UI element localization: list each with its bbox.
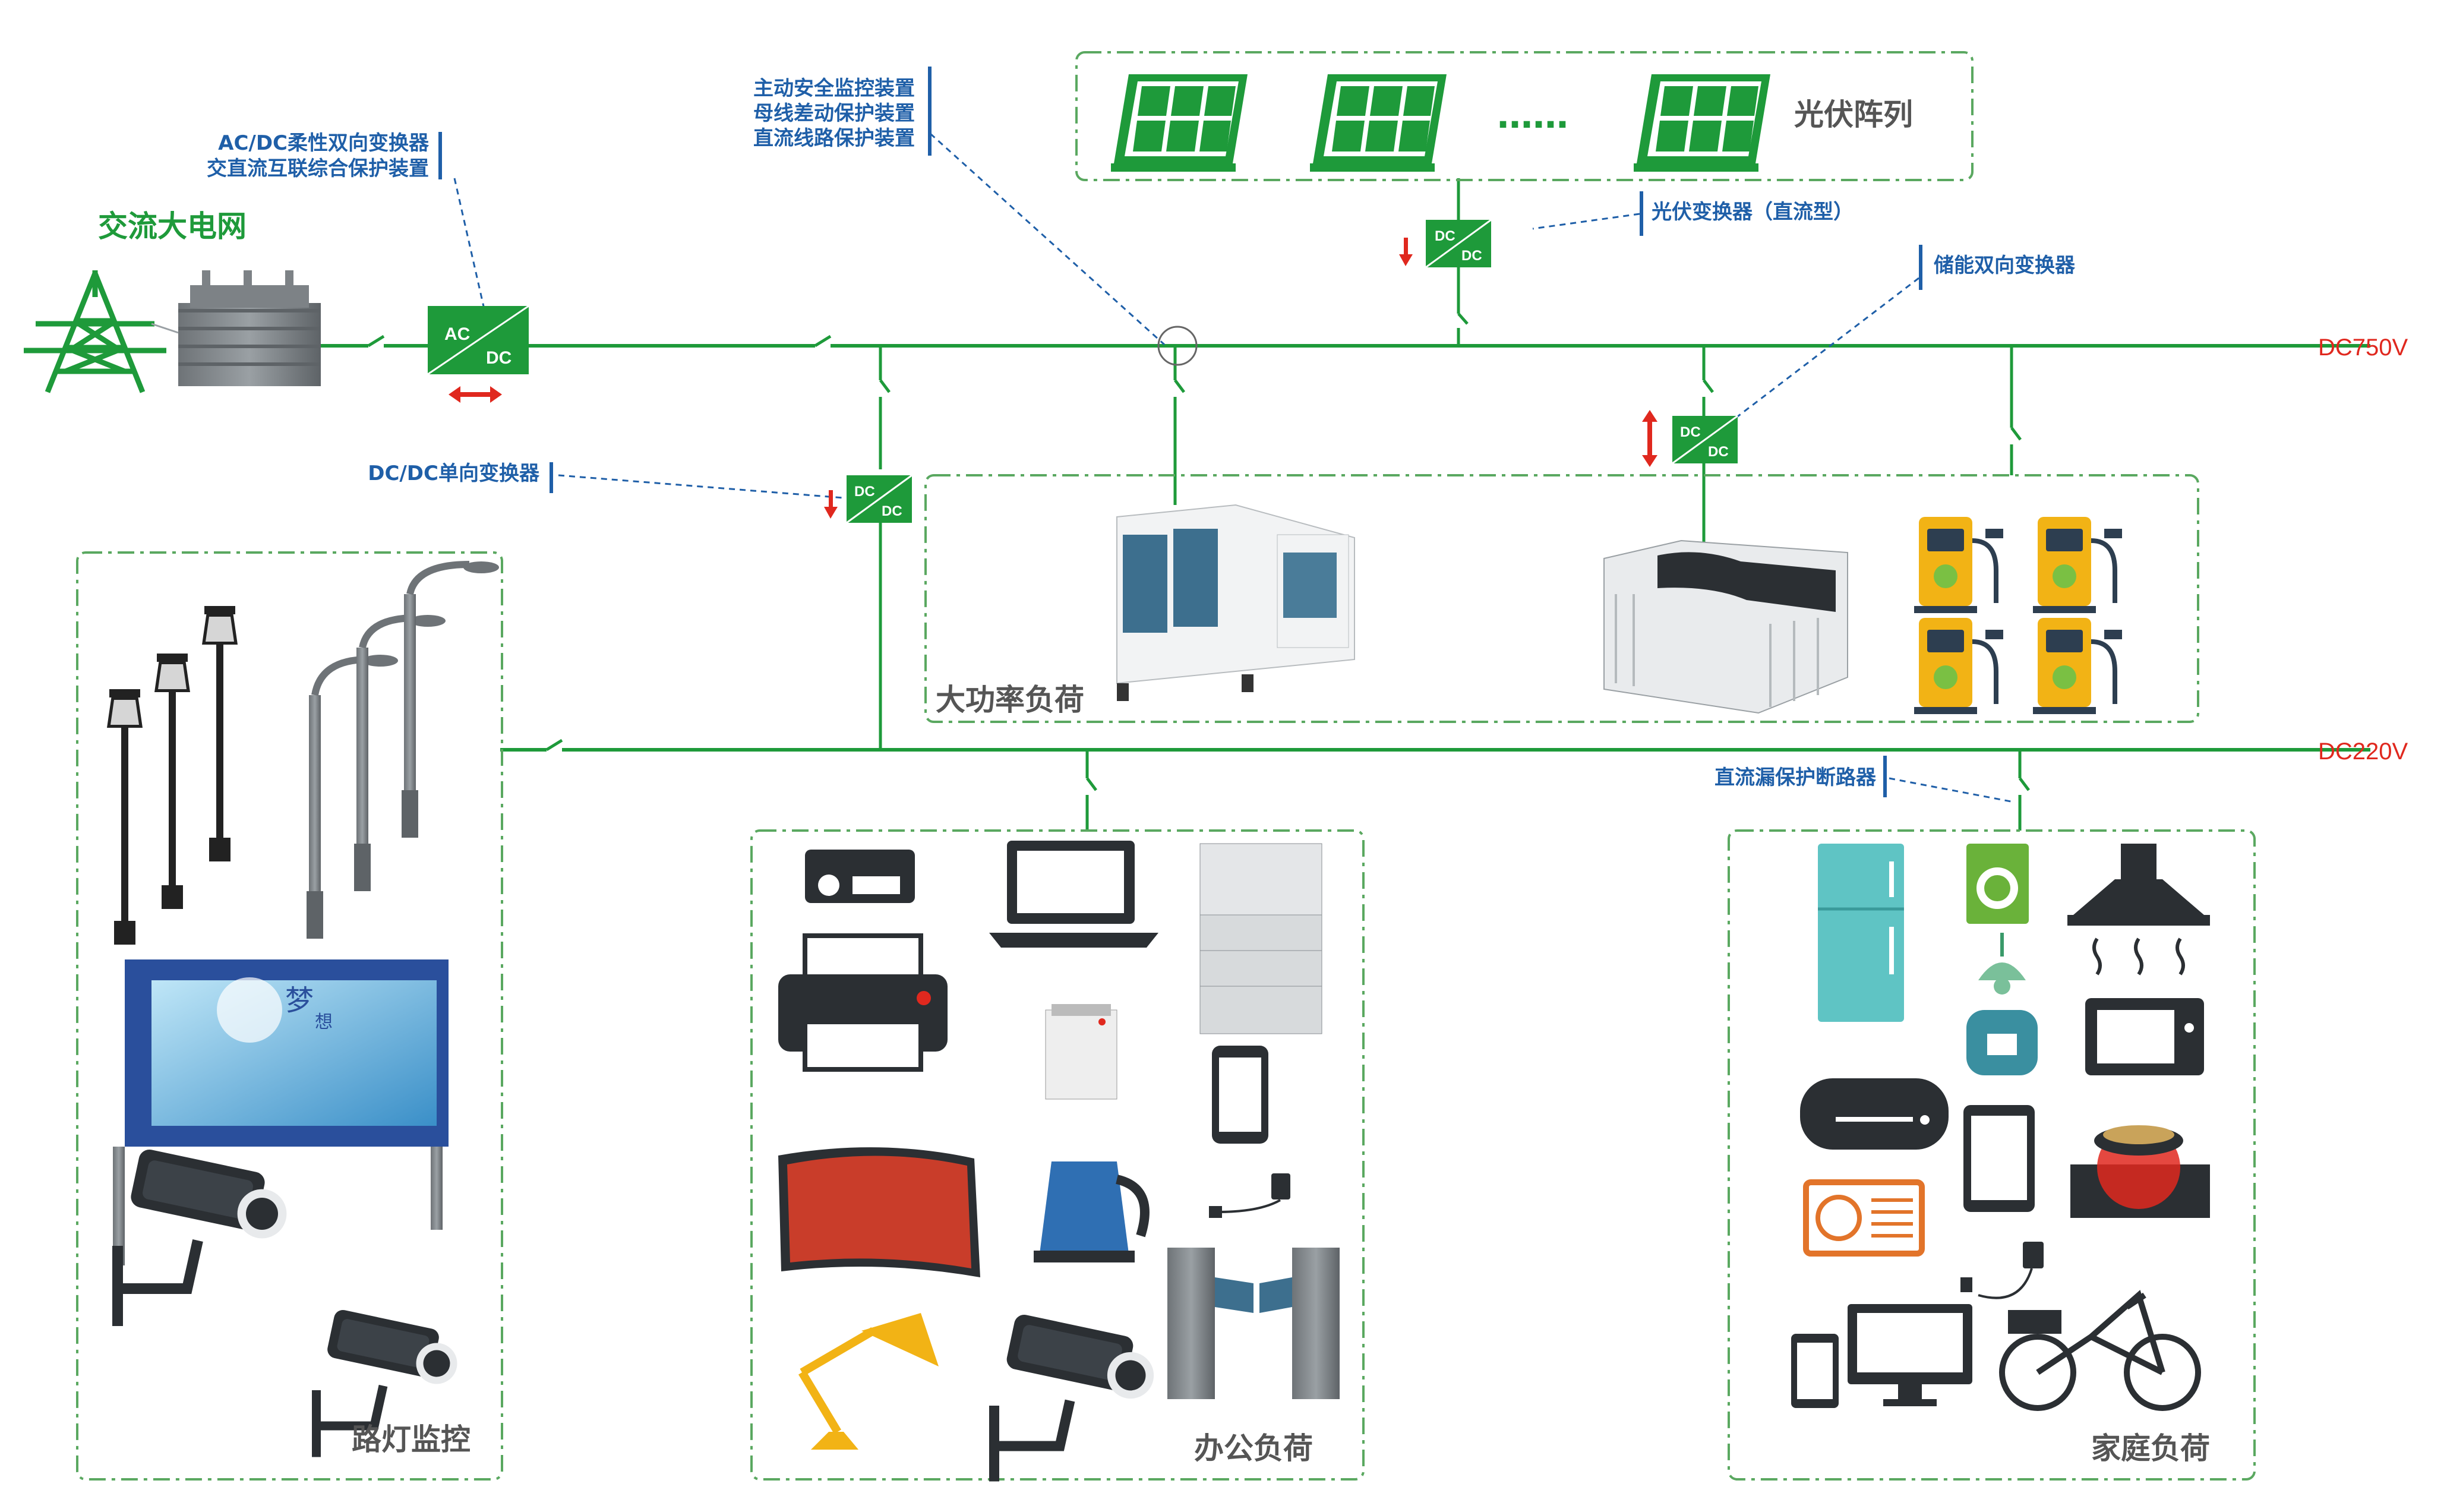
phone-icon xyxy=(1212,1046,1268,1144)
svg-text:DC: DC xyxy=(1708,444,1729,460)
billboard-icon: 梦 想 xyxy=(113,959,449,1265)
high-power-load-title: 大功率负荷 xyxy=(936,683,1084,717)
storage-converter-label: 储能双向变换器 xyxy=(1934,254,2076,277)
svg-text:DC: DC xyxy=(1461,248,1482,264)
printer-icon xyxy=(778,933,948,1072)
surveillance-camera-icon xyxy=(112,1148,286,1326)
kettle-icon xyxy=(1034,1161,1150,1262)
copier-icon xyxy=(1199,843,1322,1034)
feeders xyxy=(879,178,2030,831)
pv-title: 光伏阵列 xyxy=(1794,97,1913,132)
charger-icon xyxy=(1960,1242,2044,1299)
office-load-box xyxy=(750,829,1365,1481)
label-bars xyxy=(438,67,1922,797)
high-power-load-box xyxy=(924,474,2199,723)
down-arrow-icon xyxy=(1399,238,1413,266)
dcdc-oneway-converter-box[interactable]: DC DC xyxy=(846,474,913,524)
dcdc-oneway-label: DC/DC单向变换器 xyxy=(368,462,540,485)
acdc-box-top: AC xyxy=(444,324,470,344)
shredder-icon xyxy=(1045,1004,1117,1100)
ev-charger-icon xyxy=(2033,618,2122,714)
laptop-icon xyxy=(989,841,1158,948)
solar-panel-icon xyxy=(1634,74,1770,172)
acdc-label-line1: AC/DC柔性双向变换器 xyxy=(218,131,430,155)
solar-panel-icon xyxy=(1310,74,1447,172)
pv-converter-label: 光伏变换器（直流型） xyxy=(1652,200,1854,224)
acdc-label-line2: 交直流互联综合保护装置 xyxy=(207,157,429,181)
dc750v-bus xyxy=(523,334,2370,348)
induction-cooker-icon xyxy=(2070,1125,2210,1218)
turnstile-icon xyxy=(1167,1248,1340,1399)
charger-icon xyxy=(1209,1173,1290,1218)
svg-text:DC: DC xyxy=(882,503,902,519)
pv-ellipsis: …… xyxy=(1497,95,1568,137)
curved-screen-icon xyxy=(778,1147,980,1277)
protection-label-line3: 直流线路保护装置 xyxy=(753,127,915,150)
storage-converter-box[interactable]: DC DC xyxy=(1672,415,1738,465)
pointer-lines xyxy=(453,132,2015,803)
lamp-post-icon xyxy=(107,561,499,945)
home-load-box xyxy=(1728,829,2256,1481)
office-load-title: 办公负荷 xyxy=(1194,1431,1313,1466)
range-hood-icon xyxy=(2067,844,2210,976)
street-load-title: 路灯监控 xyxy=(352,1422,471,1457)
transmission-tower-icon xyxy=(24,270,166,393)
ev-charger-icon xyxy=(1914,517,2003,613)
projector-icon xyxy=(805,850,915,903)
rice-cooker-icon xyxy=(1966,1010,2038,1075)
tablet-icon xyxy=(1963,1105,2035,1212)
washer-icon xyxy=(1966,844,2029,924)
svg-text:梦: 梦 xyxy=(285,984,314,1017)
home-load-title: 家庭负荷 xyxy=(2091,1431,2210,1466)
camera-icon xyxy=(989,1313,1154,1482)
protection-label-line2: 母线差动保护装置 xyxy=(753,102,915,125)
fridge-icon xyxy=(1818,844,1904,1022)
hvac-unit-icon xyxy=(1116,504,1355,701)
pv-converter-box[interactable]: DC DC xyxy=(1425,219,1492,269)
svg-text:DC: DC xyxy=(1680,424,1701,440)
ev-charger-icon xyxy=(1914,618,2003,714)
acdc-converter-box[interactable]: AC DC xyxy=(427,305,529,375)
protection-point-icon xyxy=(1157,326,1198,366)
solar-panel-icon xyxy=(1111,74,1248,172)
bidirectional-vertical-arrow-icon xyxy=(1642,410,1657,467)
svg-text:想: 想 xyxy=(315,1012,333,1033)
acdc-box-bottom: DC xyxy=(486,348,511,368)
svg-text:DC: DC xyxy=(854,484,875,500)
leakage-breaker-label: 直流漏保护断路器 xyxy=(1715,766,1877,790)
energy-storage-unit-icon xyxy=(1603,539,1848,714)
bidirectional-arrow-icon xyxy=(449,386,502,403)
air-conditioner-icon xyxy=(1803,1179,1925,1257)
microwave-icon xyxy=(2085,998,2204,1075)
ceiling-lamp-icon xyxy=(1978,933,2026,995)
svg-text:DC: DC xyxy=(1435,228,1455,244)
down-arrow-icon xyxy=(824,490,838,519)
water-heater-icon xyxy=(1800,1078,1949,1150)
pv-array-box xyxy=(1075,51,1974,181)
transformer-icon xyxy=(151,270,321,386)
computer-icon xyxy=(1791,1304,1972,1408)
ebike-icon xyxy=(1999,1290,2201,1411)
protection-label-line1: 主动安全监控装置 xyxy=(753,77,915,100)
ac-feed xyxy=(321,334,428,348)
dc220v-bus xyxy=(500,738,2370,752)
ev-charger-icon xyxy=(2033,517,2122,613)
desk-lamp-icon xyxy=(798,1313,939,1450)
dc220v-label: DC220V xyxy=(2318,738,2408,765)
dc750v-label: DC750V xyxy=(2318,334,2408,361)
street-load-box xyxy=(76,551,503,1481)
grid-title: 交流大电网 xyxy=(98,209,247,244)
